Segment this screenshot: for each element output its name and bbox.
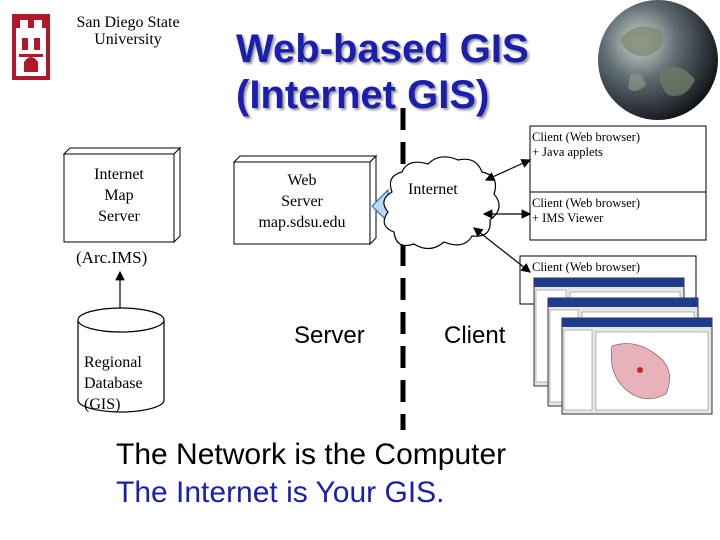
database-cylinder	[77, 307, 165, 413]
map-server-line-3: Server	[98, 208, 140, 225]
title-line-2: (Internet GIS)	[236, 73, 490, 117]
sdsu-logo	[12, 14, 50, 80]
client-section-label: Client	[444, 322, 506, 349]
database-label: Regional Database (GIS)	[84, 352, 143, 415]
client-2-line-2: + IMS Viewer	[532, 211, 604, 225]
globe-image	[598, 0, 718, 120]
web-server-box	[232, 154, 378, 246]
client-1-line-2: + Java applets	[532, 145, 603, 159]
client-box-1	[529, 125, 707, 195]
browser-thumb-3	[561, 317, 713, 415]
client-3-label: Client (Web browser)	[532, 260, 640, 275]
client-2-line-1: Client (Web browser)	[532, 196, 640, 210]
tagline-line-2: The Internet is Your GIS.	[116, 476, 445, 509]
web-server-label: Web Server map.sdsu.edu	[234, 170, 370, 233]
map-server-label: Internet Map Server	[64, 164, 174, 227]
web-server-line-3: map.sdsu.edu	[258, 214, 346, 231]
server-section-label: Server	[294, 322, 365, 349]
internet-cloud	[383, 156, 500, 250]
arrow-to-client-3	[473, 227, 531, 273]
web-server-line-1: Web	[287, 172, 317, 189]
internet-cloud-label: Internet	[408, 181, 458, 198]
university-name: San Diego State University	[76, 14, 180, 48]
client-box-2	[529, 191, 707, 241]
client-1-label: Client (Web browser) + Java applets	[532, 130, 640, 160]
map-server-box	[62, 146, 182, 244]
map-server-line-1: Internet	[94, 166, 144, 183]
client-2-label: Client (Web browser) + IMS Viewer	[532, 196, 640, 226]
browser-screenshot-stack	[533, 277, 713, 415]
client-3-line-1: Client (Web browser)	[532, 260, 640, 274]
tagline-line-1: The Network is the Computer	[116, 438, 507, 471]
arcims-label: (Arc.IMS)	[76, 248, 148, 267]
database-line-2: Database	[84, 375, 143, 392]
slide-title: Web-based GIS (Internet GIS)	[236, 26, 529, 118]
title-line-1: Web-based GIS	[236, 27, 529, 71]
database-line-1: Regional	[84, 354, 142, 371]
database-line-3: (GIS)	[84, 396, 121, 413]
client-1-line-1: Client (Web browser)	[532, 130, 640, 144]
web-server-line-2: Server	[281, 193, 323, 210]
arrow-to-client-1	[484, 159, 532, 181]
map-server-line-2: Map	[104, 187, 134, 204]
tagline: The Network is the Computer The Internet…	[116, 436, 506, 512]
